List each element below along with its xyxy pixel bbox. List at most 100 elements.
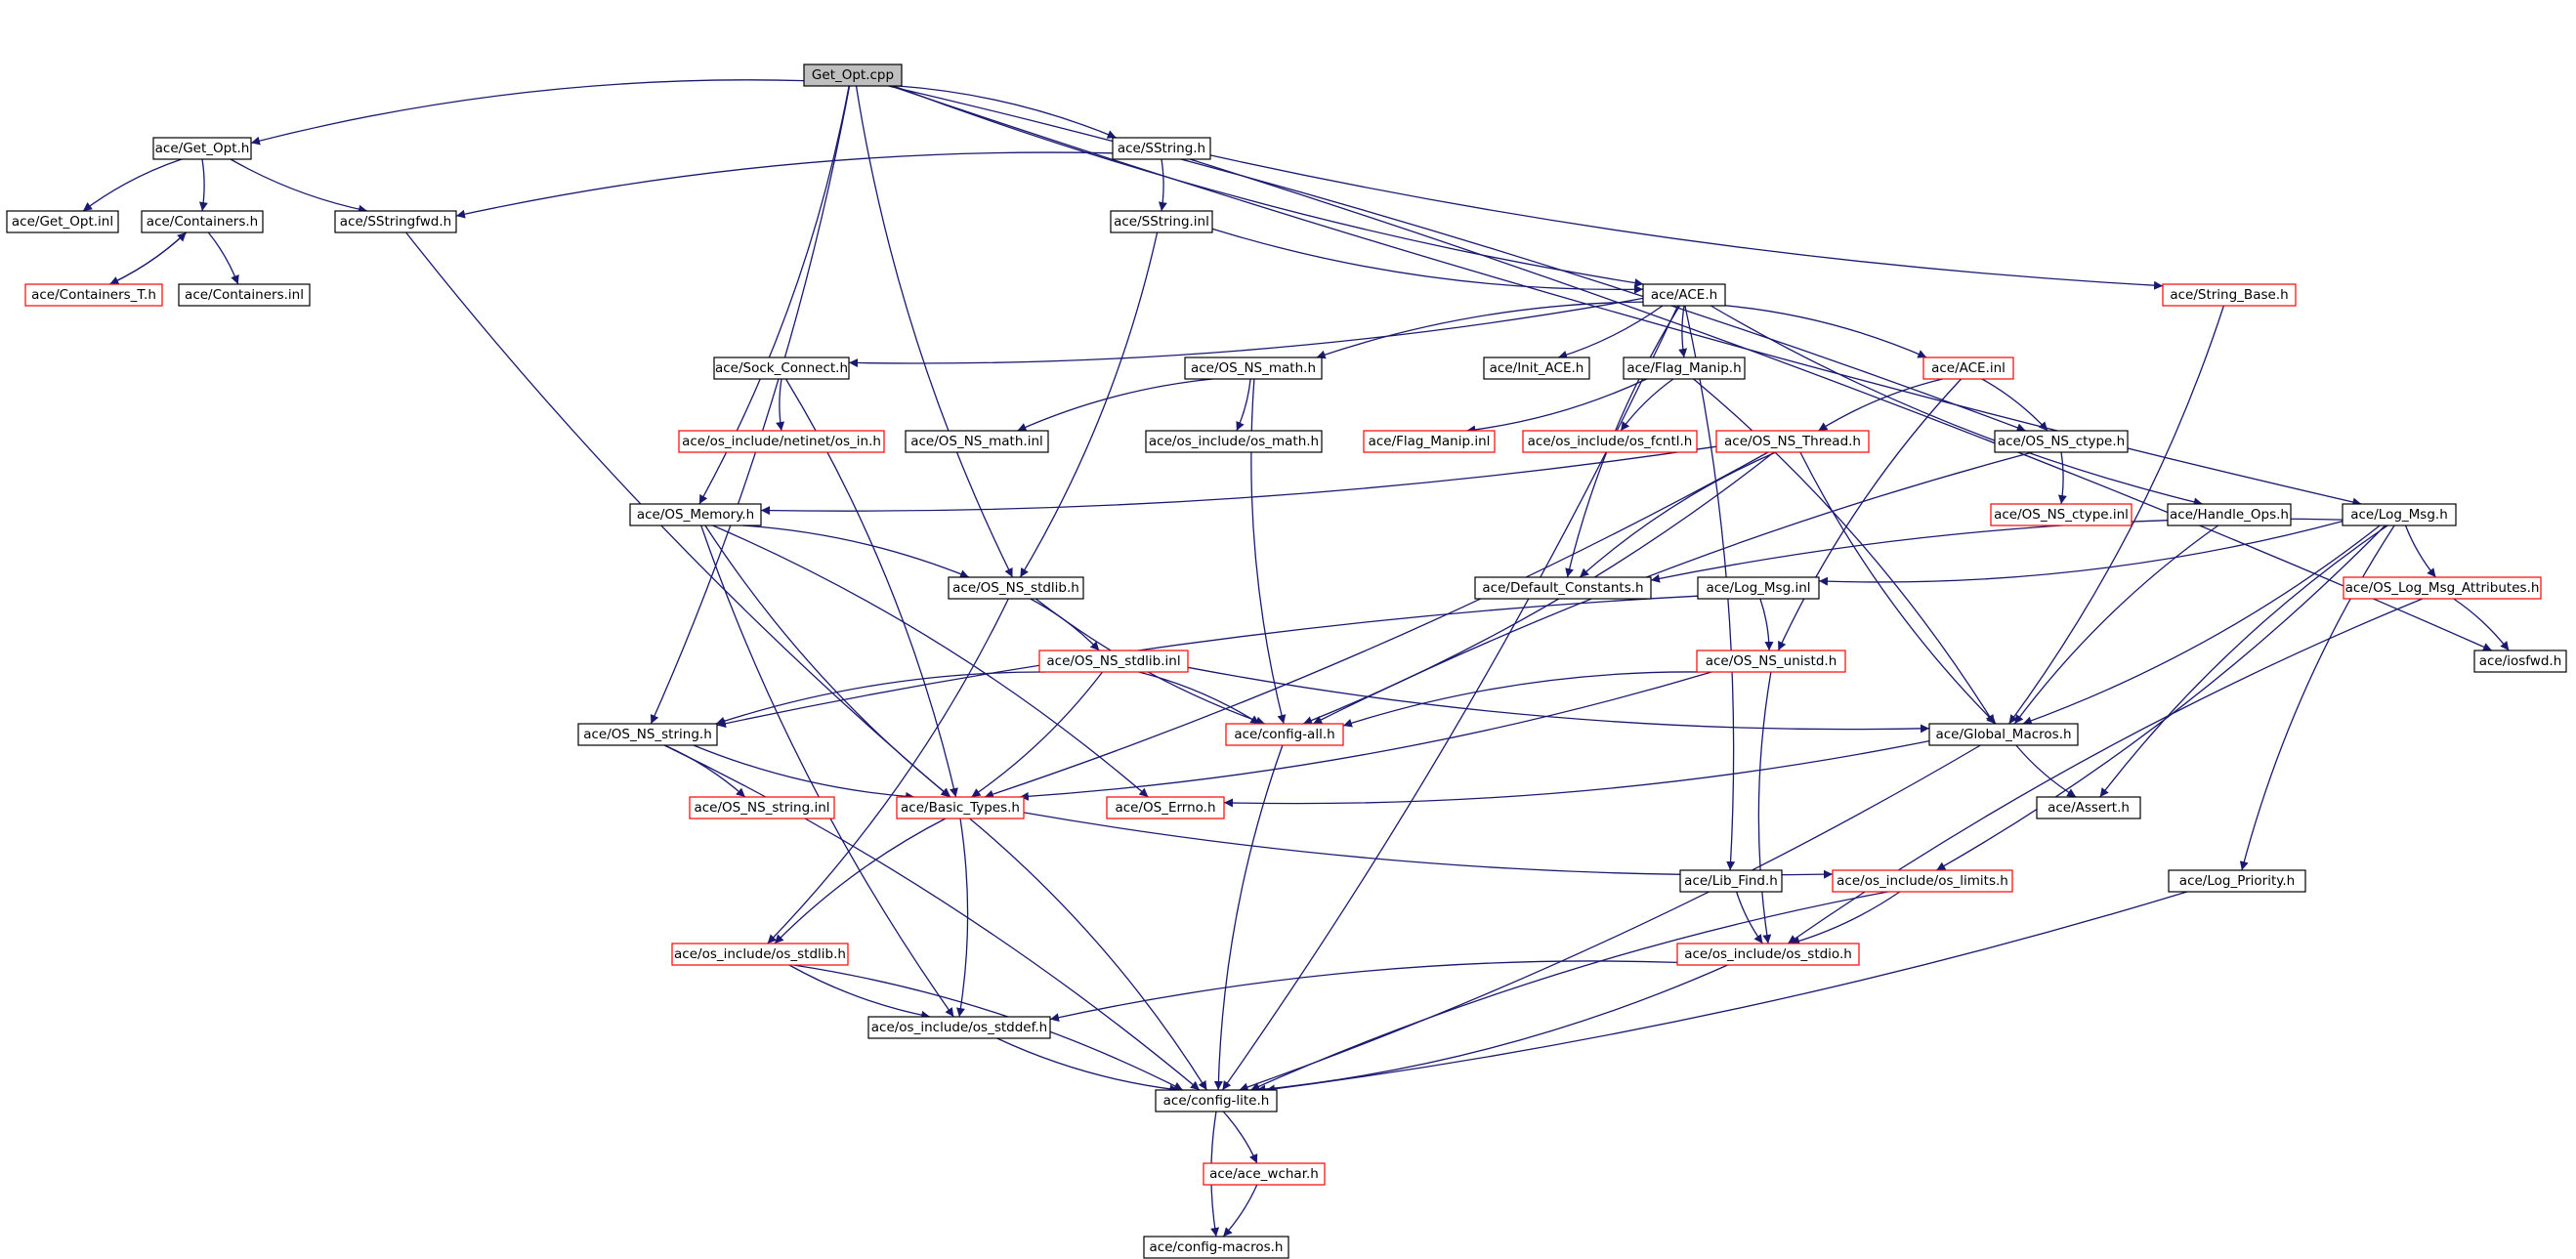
node-string_base_h[interactable]: ace/String_Base.h: [2162, 283, 2297, 307]
node-os_math_h[interactable]: ace/os_include/os_math.h: [1145, 430, 1323, 453]
node-netinet_in_h[interactable]: ace/os_include/netinet/os_in.h: [678, 430, 885, 453]
node-box-os_stdio_h[interactable]: [1676, 943, 1860, 966]
node-box-containers_h[interactable]: [141, 210, 264, 233]
node-iosfwd_h[interactable]: ace/iosfwd.h: [2473, 650, 2567, 673]
node-box-string_base_h[interactable]: [2162, 283, 2297, 307]
node-os_stdio_h[interactable]: ace/os_include/os_stdio.h: [1676, 943, 1860, 966]
node-box-config_lite_h[interactable]: [1155, 1089, 1278, 1112]
node-config_all_h[interactable]: ace/config-all.h: [1225, 723, 1344, 746]
node-os_ns_stdlib_inl[interactable]: ace/OS_NS_stdlib.inl: [1038, 650, 1189, 673]
node-box-os_fcntl_h[interactable]: [1522, 430, 1698, 453]
node-os_fcntl_h[interactable]: ace/os_include/os_fcntl.h: [1522, 430, 1698, 453]
node-lib_find_h[interactable]: ace/Lib_Find.h: [1679, 869, 1783, 893]
node-containers_inl[interactable]: ace/Containers.inl: [178, 283, 311, 307]
node-box-assert_h[interactable]: [2036, 796, 2141, 819]
node-box-os_log_msg_attr_h[interactable]: [2343, 576, 2542, 600]
node-os_stddef_h[interactable]: ace/os_include/os_stddef.h: [867, 1016, 1051, 1039]
node-box-os_ns_ctype_inl[interactable]: [1990, 503, 2133, 526]
node-os_errno_h[interactable]: ace/OS_Errno.h: [1106, 796, 1225, 819]
node-box-sstring_h[interactable]: [1112, 137, 1211, 160]
node-config_macros_h[interactable]: ace/config-macros.h: [1143, 1236, 1289, 1259]
node-handle_ops_h[interactable]: ace/Handle_Ops.h: [2167, 503, 2292, 526]
node-os_ns_ctype_inl[interactable]: ace/OS_NS_ctype.inl: [1990, 503, 2133, 526]
node-box-os_limits_h[interactable]: [1832, 869, 2013, 893]
node-box-ace_inl[interactable]: [1922, 357, 2014, 380]
node-box-netinet_in_h[interactable]: [678, 430, 885, 453]
node-box-get_opt_cpp[interactable]: [803, 63, 903, 87]
node-box-get_opt_h[interactable]: [152, 137, 252, 160]
node-get_opt_cpp[interactable]: Get_Opt.cpp: [803, 63, 903, 87]
node-box-ace_wchar_h[interactable]: [1203, 1162, 1326, 1186]
node-box-flag_manip_inl[interactable]: [1363, 430, 1496, 453]
node-box-os_ns_math_h[interactable]: [1184, 357, 1323, 380]
node-sstring_h[interactable]: ace/SString.h: [1112, 137, 1211, 160]
node-os_memory_h[interactable]: ace/OS_Memory.h: [629, 503, 762, 526]
node-os_ns_stdlib_h[interactable]: ace/OS_NS_stdlib.h: [948, 576, 1084, 600]
node-sock_connect_h[interactable]: ace/Sock_Connect.h: [713, 357, 850, 380]
node-log_priority_h[interactable]: ace/Log_Priority.h: [2168, 869, 2306, 893]
node-basic_types_h[interactable]: ace/Basic_Types.h: [896, 796, 1025, 819]
node-ace_wchar_h[interactable]: ace/ace_wchar.h: [1203, 1162, 1326, 1186]
node-box-log_msg_h[interactable]: [2342, 503, 2457, 526]
node-box-os_errno_h[interactable]: [1106, 796, 1225, 819]
node-box-ace_h[interactable]: [1642, 283, 1726, 307]
node-config_lite_h[interactable]: ace/config-lite.h: [1155, 1089, 1278, 1112]
node-box-log_msg_inl[interactable]: [1697, 576, 1820, 600]
node-box-handle_ops_h[interactable]: [2167, 503, 2292, 526]
node-box-os_ns_math_inl[interactable]: [905, 430, 1049, 453]
node-flag_manip_inl[interactable]: ace/Flag_Manip.inl: [1363, 430, 1496, 453]
node-os_log_msg_attr_h[interactable]: ace/OS_Log_Msg_Attributes.h: [2343, 576, 2542, 600]
node-init_ace_h[interactable]: ace/Init_ACE.h: [1483, 357, 1590, 380]
node-box-get_opt_inl[interactable]: [6, 210, 119, 233]
node-os_ns_string_inl[interactable]: ace/OS_NS_string.inl: [689, 796, 835, 819]
node-box-iosfwd_h[interactable]: [2473, 650, 2567, 673]
node-os_ns_thread_h[interactable]: ace/OS_NS_Thread.h: [1715, 430, 1870, 453]
node-box-sock_connect_h[interactable]: [713, 357, 850, 380]
node-box-basic_types_h[interactable]: [896, 796, 1025, 819]
node-containers_t_h[interactable]: ace/Containers_T.h: [24, 283, 163, 307]
node-log_msg_inl[interactable]: ace/Log_Msg.inl: [1697, 576, 1820, 600]
node-box-os_ns_ctype_h[interactable]: [1994, 430, 2129, 453]
node-box-log_priority_h[interactable]: [2168, 869, 2306, 893]
node-global_macros_h[interactable]: ace/Global_Macros.h: [1928, 723, 2079, 746]
node-box-init_ace_h[interactable]: [1483, 357, 1590, 380]
node-box-config_macros_h[interactable]: [1143, 1236, 1289, 1259]
node-os_ns_string_h[interactable]: ace/OS_NS_string.h: [577, 723, 718, 746]
node-box-config_all_h[interactable]: [1225, 723, 1344, 746]
node-box-os_math_h[interactable]: [1145, 430, 1323, 453]
node-os_ns_math_inl[interactable]: ace/OS_NS_math.inl: [905, 430, 1049, 453]
node-box-os_memory_h[interactable]: [629, 503, 762, 526]
node-box-lib_find_h[interactable]: [1679, 869, 1783, 893]
node-box-flag_manip_h[interactable]: [1623, 357, 1746, 380]
node-containers_h[interactable]: ace/Containers.h: [141, 210, 264, 233]
node-box-os_ns_string_h[interactable]: [577, 723, 718, 746]
node-os_limits_h[interactable]: ace/os_include/os_limits.h: [1832, 869, 2013, 893]
node-box-sstringfwd_h[interactable]: [334, 210, 457, 233]
node-box-os_stddef_h[interactable]: [867, 1016, 1051, 1039]
node-os_stdlib_h[interactable]: ace/os_include/os_stdlib.h: [671, 943, 849, 966]
node-get_opt_inl[interactable]: ace/Get_Opt.inl: [6, 210, 119, 233]
node-box-os_ns_stdlib_inl[interactable]: [1038, 650, 1189, 673]
node-box-sstring_inl[interactable]: [1110, 210, 1213, 233]
node-os_ns_ctype_h[interactable]: ace/OS_NS_ctype.h: [1994, 430, 2129, 453]
node-box-default_constants_h[interactable]: [1474, 576, 1652, 600]
node-box-os_ns_unistd_h[interactable]: [1696, 650, 1846, 673]
node-box-global_macros_h[interactable]: [1928, 723, 2079, 746]
node-box-containers_t_h[interactable]: [24, 283, 163, 307]
node-box-os_ns_thread_h[interactable]: [1715, 430, 1870, 453]
node-default_constants_h[interactable]: ace/Default_Constants.h: [1474, 576, 1652, 600]
node-box-os_ns_stdlib_h[interactable]: [948, 576, 1084, 600]
node-sstring_inl[interactable]: ace/SString.inl: [1110, 210, 1213, 233]
node-box-containers_inl[interactable]: [178, 283, 311, 307]
node-assert_h[interactable]: ace/Assert.h: [2036, 796, 2141, 819]
node-flag_manip_h[interactable]: ace/Flag_Manip.h: [1623, 357, 1746, 380]
node-os_ns_math_h[interactable]: ace/OS_NS_math.h: [1184, 357, 1323, 380]
node-ace_inl[interactable]: ace/ACE.inl: [1922, 357, 2014, 380]
node-get_opt_h[interactable]: ace/Get_Opt.h: [152, 137, 252, 160]
node-ace_h[interactable]: ace/ACE.h: [1642, 283, 1726, 307]
node-log_msg_h[interactable]: ace/Log_Msg.h: [2342, 503, 2457, 526]
node-sstringfwd_h[interactable]: ace/SStringfwd.h: [334, 210, 457, 233]
node-box-os_ns_string_inl[interactable]: [689, 796, 835, 819]
node-box-os_stdlib_h[interactable]: [671, 943, 849, 966]
node-os_ns_unistd_h[interactable]: ace/OS_NS_unistd.h: [1696, 650, 1846, 673]
